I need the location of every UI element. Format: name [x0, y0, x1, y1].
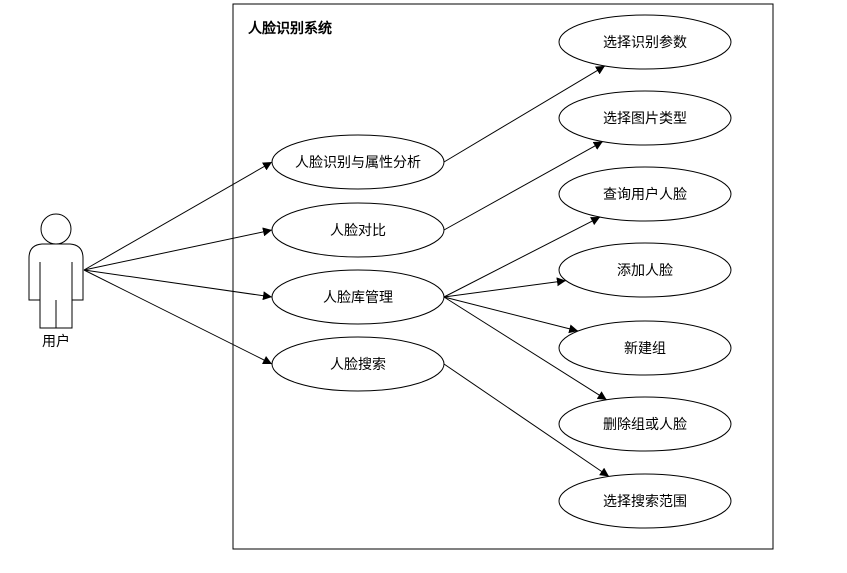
use-case-ellipse [271, 336, 445, 392]
use-case-label: 删除组或人脸 [603, 417, 687, 433]
use-case-ellipse [558, 320, 732, 376]
use-case-label: 查询用户人脸 [603, 186, 687, 203]
use-case-ellipse [558, 242, 732, 298]
use-case-query[interactable]: 查询用户人脸 [558, 166, 732, 222]
use-case-delete[interactable]: 删除组或人脸 [558, 396, 732, 452]
use-case-params[interactable]: 选择识别参数 [558, 14, 732, 70]
use-case-ellipse [271, 134, 445, 190]
association-uc-search-to-uc-range [443, 363, 610, 477]
association-actor-to-uc-compare [83, 227, 273, 271]
association-actor-to-uc-attr [83, 161, 273, 271]
use-case-label: 选择识别参数 [603, 34, 687, 51]
use-case-label: 人脸识别与属性分析 [295, 155, 421, 171]
association-uc-lib-to-uc-add [443, 277, 566, 298]
use-case-search[interactable]: 人脸搜索 [271, 336, 445, 392]
actor-user[interactable]: 用户 [28, 213, 84, 350]
use-case-newgroup[interactable]: 新建组 [558, 320, 732, 376]
association-uc-lib-to-uc-delete [443, 296, 607, 401]
use-case-label: 人脸库管理 [323, 290, 393, 306]
actor-body [28, 243, 84, 329]
actor-label: 用户 [42, 333, 70, 350]
use-case-label: 添加人脸 [617, 263, 673, 279]
use-case-ellipse [558, 90, 732, 146]
association-uc-lib-to-uc-query [443, 216, 601, 298]
use-case-label: 选择搜索范围 [603, 493, 687, 510]
use-case-label: 选择图片类型 [603, 111, 687, 127]
association-lines [83, 65, 610, 477]
use-case-compare[interactable]: 人脸对比 [271, 202, 445, 258]
association-actor-to-uc-search [83, 269, 273, 365]
use-case-lib[interactable]: 人脸库管理 [271, 269, 445, 325]
use-case-ellipse [271, 202, 445, 258]
use-case-range[interactable]: 选择搜索范围 [558, 473, 732, 529]
use-case-ellipse [558, 14, 732, 70]
use-case-label: 人脸搜索 [330, 356, 386, 373]
use-case-ellipse [558, 396, 732, 452]
association-uc-compare-to-uc-imgtype [443, 141, 604, 231]
actor-head [40, 213, 72, 245]
system-boundary [232, 3, 774, 550]
association-uc-lib-to-uc-newgroup [443, 296, 579, 334]
association-uc-attr-to-uc-params [443, 65, 606, 163]
use-case-label: 新建组 [624, 341, 666, 357]
use-case-ellipse [558, 473, 732, 529]
use-case-ellipse [558, 166, 732, 222]
use-case-label: 人脸对比 [330, 223, 386, 239]
use-case-attr[interactable]: 人脸识别与属性分析 [271, 134, 445, 190]
system-title: 人脸识别系统 [248, 20, 332, 37]
use-case-imgtype[interactable]: 选择图片类型 [558, 90, 732, 146]
association-actor-to-uc-lib [83, 269, 273, 301]
use-case-add[interactable]: 添加人脸 [558, 242, 732, 298]
use-case-ellipse [271, 269, 445, 325]
